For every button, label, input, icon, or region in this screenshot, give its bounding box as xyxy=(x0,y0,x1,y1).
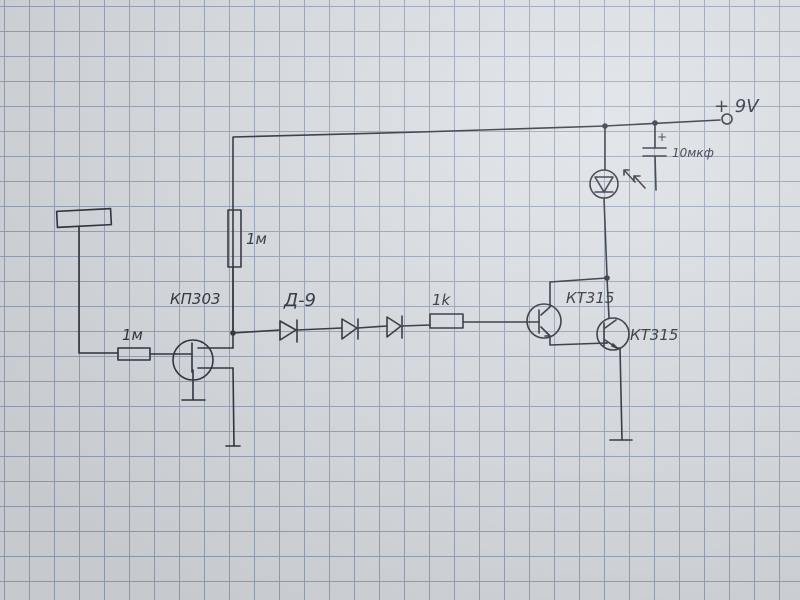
led xyxy=(589,125,646,277)
fet-kp303 xyxy=(172,339,234,401)
base-resistor-label: 1k xyxy=(432,291,452,309)
transistor-2-label: КТ315 xyxy=(630,326,678,344)
supply-rail-wire xyxy=(232,119,721,331)
gate-resistor-1m xyxy=(117,347,177,361)
diodes-label: Д-9 xyxy=(283,290,316,311)
capacitor-label: 10мкф xyxy=(672,146,714,160)
diode-chain xyxy=(232,315,431,343)
capacitor-10uf xyxy=(642,122,667,191)
ground-wire xyxy=(225,367,241,447)
transistor-1-label: КТ315 xyxy=(566,289,614,307)
fet-label: КП303 xyxy=(170,290,221,308)
gate-resistor-label: 1м xyxy=(122,326,143,344)
transistor-kt315-2 xyxy=(596,277,633,441)
capacitor-plus-label: + xyxy=(657,130,667,144)
supply-terminal xyxy=(721,113,733,125)
base-resistor-1k xyxy=(429,313,528,329)
bias-resistor-label: 1м xyxy=(246,230,267,248)
transistor-kt315-1 xyxy=(526,277,608,346)
bias-resistor-1m xyxy=(227,209,242,268)
supply-label: + 9V xyxy=(714,96,760,117)
touch-plate xyxy=(55,207,119,354)
